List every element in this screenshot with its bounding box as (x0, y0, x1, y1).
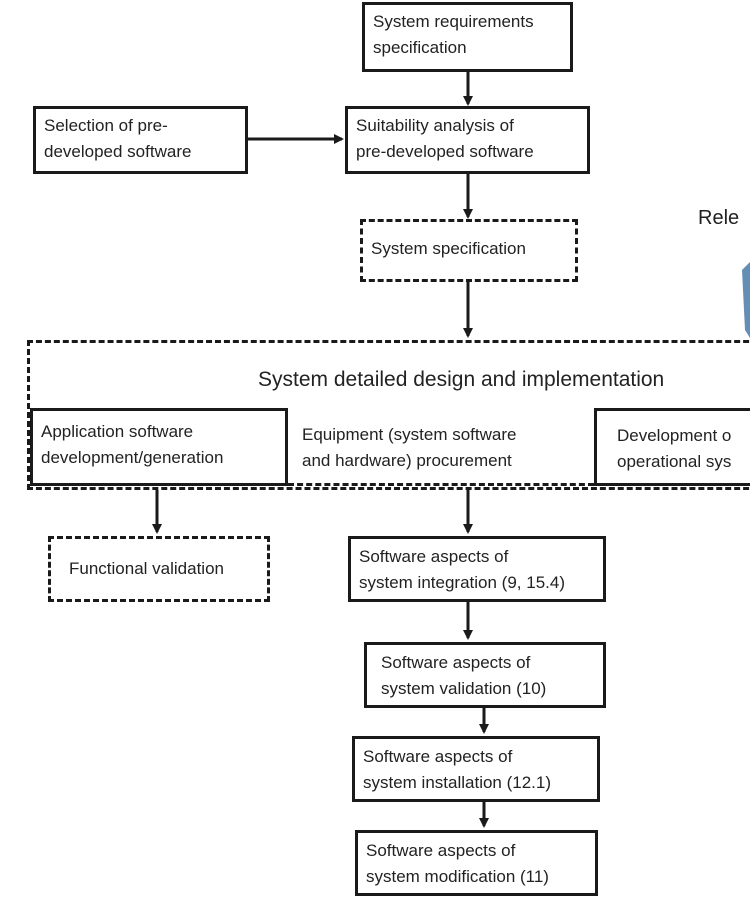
suitability-analysis-box: Suitability analysis of pre-developed so… (345, 106, 590, 174)
system-installation-box: Software aspects of system installation … (352, 736, 600, 802)
development-operational-box: Development o operational sys (594, 408, 750, 486)
equipment-procurement-box: Equipment (system software and hardware)… (288, 408, 594, 486)
system-integration-box: Software aspects of system integration (… (348, 536, 606, 602)
validation-line-1: Software aspects of (381, 653, 531, 672)
integration-line-1: Software aspects of (359, 547, 509, 566)
development-line-1: Development o (617, 426, 732, 445)
application-software-line-1: Application software (41, 422, 194, 441)
integration-line-2: system integration (9, 15.4) (359, 573, 565, 592)
installation-line-2: system installation (12.1) (363, 773, 552, 792)
detailed-design-title: System detailed design and implementatio… (258, 368, 665, 391)
modification-line-1: Software aspects of (366, 841, 516, 860)
system-specification-box: System specification (360, 219, 578, 282)
functional-validation-label: Functional validation (69, 559, 224, 578)
system-specification-label: System specification (371, 239, 526, 258)
suitability-line-1: Suitability analysis of (356, 116, 514, 135)
modification-line-2: system modification (11) (366, 867, 549, 886)
validation-line-2: system validation (10) (381, 679, 547, 698)
equipment-line-2: and hardware) procurement (302, 451, 512, 470)
system-requirements-box: System requirements specification (362, 2, 573, 72)
system-validation-box: Software aspects of system validation (1… (364, 642, 606, 708)
selection-line-1: Selection of pre- (44, 116, 168, 135)
system-requirements-line-1: System requirements (373, 12, 534, 31)
installation-line-1: Software aspects of (363, 747, 513, 766)
system-modification-box: Software aspects of system modification … (355, 830, 598, 896)
functional-validation-box: Functional validation (48, 536, 270, 602)
application-software-box: Application software development/generat… (30, 408, 288, 486)
selection-line-2: developed software (44, 142, 192, 161)
suitability-line-2: pre-developed software (356, 142, 534, 161)
selection-pre-developed-box: Selection of pre- developed software (33, 106, 248, 174)
blue-arrow-shape (742, 262, 750, 338)
development-line-2: operational sys (617, 452, 732, 471)
system-requirements-line-2: specification (373, 38, 467, 57)
application-software-line-2: development/generation (41, 448, 224, 467)
release-partial-label: Rele (698, 207, 740, 229)
equipment-line-1: Equipment (system software (302, 425, 517, 444)
